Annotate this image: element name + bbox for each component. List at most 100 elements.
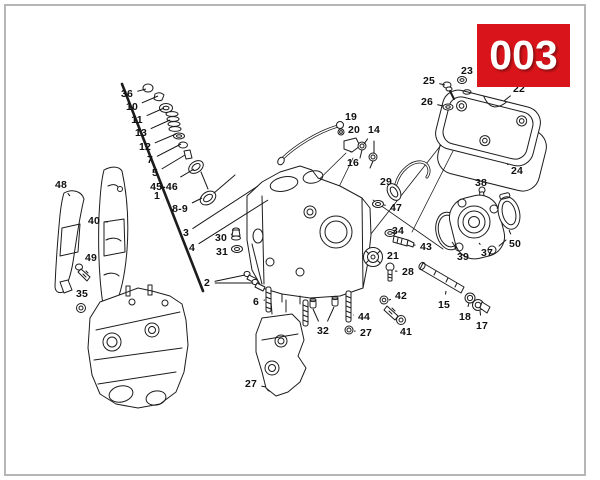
leader-line	[326, 306, 335, 322]
part-callout-39: 39	[456, 251, 470, 263]
leader-line	[388, 298, 392, 301]
bracket-art	[343, 137, 378, 169]
washer-47-art	[372, 200, 384, 208]
part-callout-21: 21	[386, 250, 400, 262]
part-callout-30: 30	[214, 232, 228, 244]
valve-train-art	[142, 83, 236, 206]
part-callout-2: 2	[203, 277, 211, 289]
leader-line	[214, 274, 246, 282]
leader-line	[137, 88, 147, 92]
leader-line	[508, 229, 512, 235]
leader-line	[261, 385, 267, 388]
part-31-art	[231, 245, 243, 253]
washer-34-art	[384, 229, 396, 237]
bolt-49-art	[75, 263, 91, 282]
leader-line	[180, 168, 195, 178]
part-callout-22: 22	[512, 83, 526, 95]
tappet-21-art	[363, 247, 383, 267]
part-callout-49: 49	[84, 252, 98, 264]
part-callout-11: 11	[131, 114, 143, 126]
bolt-25-art	[442, 81, 455, 100]
bolt-28-art	[385, 262, 395, 282]
part-callout-50: 50	[508, 238, 522, 250]
part-callout-24: 24	[510, 165, 524, 177]
chain-guide-art	[54, 190, 85, 294]
spark-plug-art	[386, 160, 431, 201]
leader-line	[150, 119, 171, 130]
leader-line	[161, 154, 186, 170]
stud-44-art	[345, 290, 352, 323]
part-callout-44: 44	[357, 311, 371, 323]
part-callout-13: 13	[134, 127, 148, 139]
bolt-43-art	[392, 235, 415, 248]
part-callout-40: 40	[87, 215, 101, 227]
part-callout-23: 23	[460, 65, 474, 77]
part-callout-16: 16	[346, 157, 360, 169]
leader-line	[67, 192, 71, 197]
part-callout-38: 38	[474, 177, 488, 189]
nut-35-art	[76, 303, 86, 313]
leader-line	[478, 242, 481, 246]
cap-23-art	[457, 76, 472, 95]
part-callout-12: 12	[138, 141, 152, 153]
leader-line	[439, 83, 446, 86]
part-callout-5: 5	[151, 167, 159, 179]
leader-line	[154, 133, 177, 144]
part-callout-18: 18	[458, 311, 472, 323]
part-callout-34: 34	[391, 225, 405, 237]
part-callout-45-46: 45-46	[150, 181, 178, 193]
leader-line	[198, 199, 269, 245]
part-callout-32: 32	[316, 325, 330, 337]
leader-line	[437, 104, 444, 107]
part-callout-41: 41	[399, 326, 413, 338]
part-callout-36: 36	[120, 88, 134, 100]
washer-42-art	[379, 295, 389, 305]
leader-line	[363, 138, 369, 145]
leader-line	[156, 143, 182, 157]
leader-line	[141, 95, 159, 104]
part-callout-47: 47	[389, 202, 403, 214]
leader-line	[146, 107, 165, 117]
part-callout-27: 27	[244, 378, 258, 390]
part-callout-1: 1	[153, 190, 161, 202]
part-callout-42: 42	[394, 290, 408, 302]
part-callout-37: 37	[480, 247, 494, 259]
leader-line	[191, 197, 203, 204]
valve-cover-art	[435, 89, 541, 167]
part-callout-6: 6	[252, 296, 260, 308]
part-callout-8-9: 8-9	[172, 203, 188, 215]
caps-32-art	[309, 295, 339, 309]
breather-pipe-art	[277, 121, 345, 166]
part-callout-43: 43	[419, 241, 433, 253]
part-callout-10: 10	[125, 101, 139, 113]
leader-line	[467, 302, 470, 307]
part-callout-28: 28	[401, 266, 415, 278]
bolt-41-art	[383, 305, 406, 325]
part-callout-17: 17	[475, 320, 489, 332]
part-callout-14: 14	[367, 124, 381, 136]
part-callout-25: 25	[422, 75, 436, 87]
stud-6-art	[265, 286, 272, 313]
nut-27b-art	[344, 325, 354, 335]
leader-line	[506, 163, 509, 166]
part-callout-29: 29	[379, 176, 393, 188]
lower-bracket-art	[255, 299, 307, 397]
washer-26-art	[442, 103, 454, 111]
part-30-art	[231, 227, 241, 241]
part-callout-35: 35	[75, 288, 89, 300]
page-number-badge: 003	[477, 24, 570, 87]
plug-17-art	[472, 299, 491, 314]
intake-boot-art	[497, 192, 521, 230]
part-callout-4: 4	[188, 242, 196, 254]
shaft-15-art	[418, 261, 465, 294]
bolts-2-art	[243, 270, 266, 292]
part-callout-26: 26	[420, 96, 434, 108]
camshaft-reference-line	[120, 82, 205, 293]
leader-line	[312, 308, 320, 322]
part-callout-15: 15	[437, 299, 451, 311]
ring-18-art	[464, 292, 476, 304]
leader-line	[445, 290, 447, 295]
